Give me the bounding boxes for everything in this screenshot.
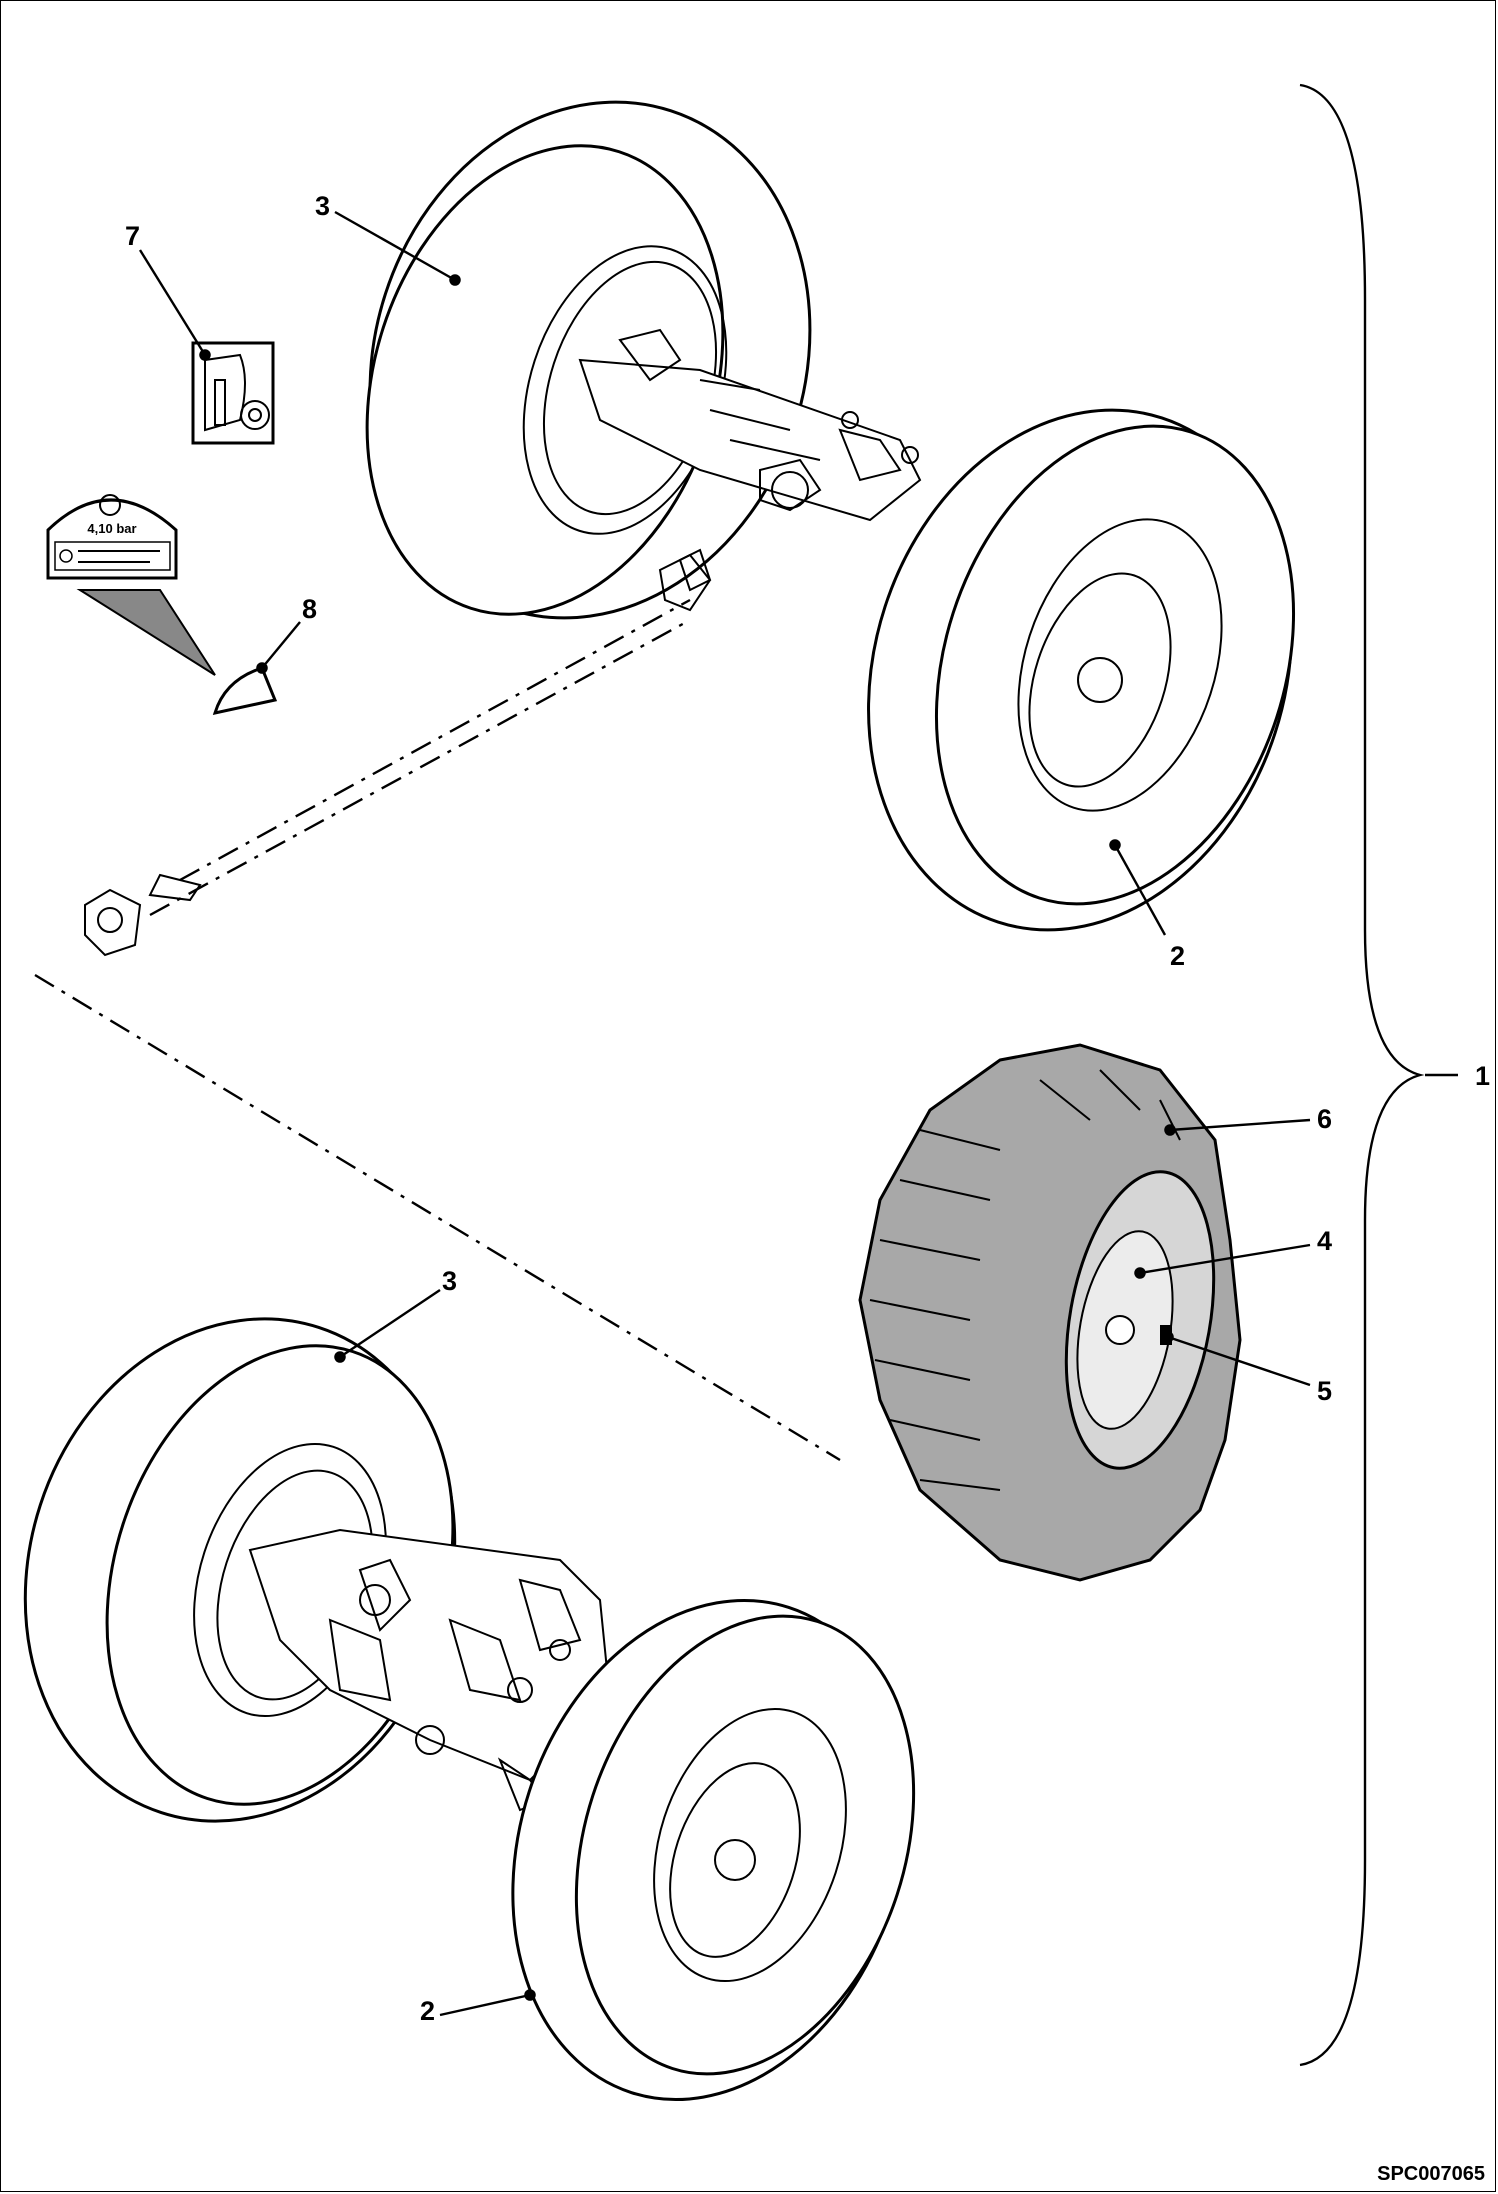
top-axle-assembly (365, 100, 1296, 932)
callout-7: 7 (125, 221, 140, 251)
callout-numbers: 1 2 2 3 3 4 5 6 7 8 (125, 191, 1490, 2026)
wheel-detail (858, 1043, 1242, 1582)
drive-shaft (84, 553, 712, 957)
tire-pressure-label: 4,10 bar (46, 494, 216, 676)
valve-decal (191, 341, 275, 445)
callout-8: 8 (302, 594, 317, 624)
drawing-code: SPC007065 (1377, 2163, 1485, 2185)
valve-stem (1160, 1325, 1172, 1345)
tire-top-right (867, 408, 1296, 932)
pressure-value: 4,10 bar (87, 521, 136, 536)
callout-6: 6 (1317, 1104, 1332, 1134)
tire-bottom-right (511, 1598, 916, 2102)
callout-4: 4 (1317, 1226, 1332, 1256)
callout-5: 5 (1317, 1376, 1332, 1406)
label-part-8 (212, 666, 278, 716)
callout-2-top: 2 (1170, 941, 1185, 971)
callout-1: 1 (1475, 1061, 1490, 1091)
callout-2-bottom: 2 (420, 1996, 435, 2026)
leader-lines (138, 210, 1458, 2017)
callout-3-top: 3 (315, 191, 330, 221)
bottom-axle-assembly (23, 1317, 916, 2102)
callout-3-bottom: 3 (442, 1266, 457, 1296)
front-axle (578, 328, 922, 592)
assembly-brace (1299, 83, 1425, 2067)
